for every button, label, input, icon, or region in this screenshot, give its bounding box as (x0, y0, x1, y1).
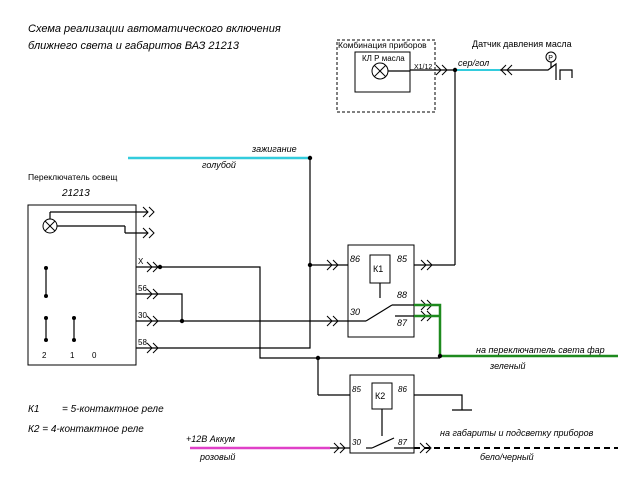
switch-pin-58: 58 (138, 338, 147, 347)
relay-k2-name: К2 (375, 391, 385, 401)
cluster-pin: X1/12 (414, 64, 432, 71)
parking-wire-color: бело/черный (480, 452, 534, 462)
instrument-cluster: Комбинация приборов КЛ Р масла X1/12 (336, 39, 436, 113)
headlight-wire (414, 303, 618, 358)
relay-k1-pin-85: 85 (397, 254, 408, 264)
switch-label: Переключатель освещ (28, 172, 117, 182)
battery-wire-color: розовый (199, 452, 235, 462)
oil-sensor-symbol: P (548, 55, 553, 62)
oil-warning-lamp-icon (371, 62, 389, 80)
title-line1: Схема реализации автоматического включен… (28, 23, 281, 35)
ignition-wire-color: голубой (202, 160, 236, 170)
title-line2: ближнего света и габаритов ВАЗ 21213 (28, 40, 240, 52)
ignition-label: зажигание (251, 144, 297, 154)
oil-pressure-sensor-icon: P (536, 51, 573, 80)
legend-k2-key: К2 = 4-контактное реле (28, 424, 144, 435)
cluster-connector-icon (435, 64, 448, 76)
relay-k1: К1 86 85 88 30 87 (347, 244, 415, 338)
relay-k2-pin-86: 86 (398, 385, 407, 394)
cluster-label: Комбинация приборов (338, 40, 427, 50)
switch-position-2: 2 (42, 351, 47, 360)
relay-k1-pin-88: 88 (397, 290, 407, 300)
switch-lamp-icon (42, 218, 58, 234)
relay-k2-pin-85: 85 (352, 385, 361, 394)
switch-pin-30: 30 (138, 311, 147, 320)
relay-k1-pin-87: 87 (397, 318, 408, 328)
light-switch: 2 1 0 (27, 204, 155, 366)
oil-sensor-label: Датчик давления масла (472, 39, 572, 49)
oil-wire-color: сер/гол (458, 58, 489, 68)
cluster-lamp-label: КЛ Р масла (362, 54, 405, 63)
relay-k1-name: К1 (373, 264, 383, 274)
relay-k1-pin-30: 30 (350, 307, 360, 317)
oil-connector-icon (500, 64, 513, 76)
relay-k1-pin-86: 86 (350, 254, 360, 264)
legend-k1-text: = 5-контактное реле (62, 404, 164, 415)
switch-pin-56: 56 (138, 284, 147, 293)
legend-k1-key: К1 (28, 404, 39, 415)
switch-position-0: 0 (92, 351, 97, 360)
switch-position-1: 1 (70, 351, 75, 360)
parking-output-label: на габариты и подсветку приборов (440, 428, 594, 438)
switch-pin-x: X (138, 257, 144, 266)
switch-model: 21213 (61, 188, 90, 199)
relay-k2-pin-87: 87 (398, 438, 407, 447)
battery-label: +12В Аккум (186, 434, 235, 444)
headlight-wire-color: зеленый (489, 361, 525, 371)
relay-k2-pin-30: 30 (352, 438, 361, 447)
relay-k2: К2 85 86 30 87 (349, 374, 415, 454)
headlight-output-label: на переключатель света фар (476, 345, 605, 355)
